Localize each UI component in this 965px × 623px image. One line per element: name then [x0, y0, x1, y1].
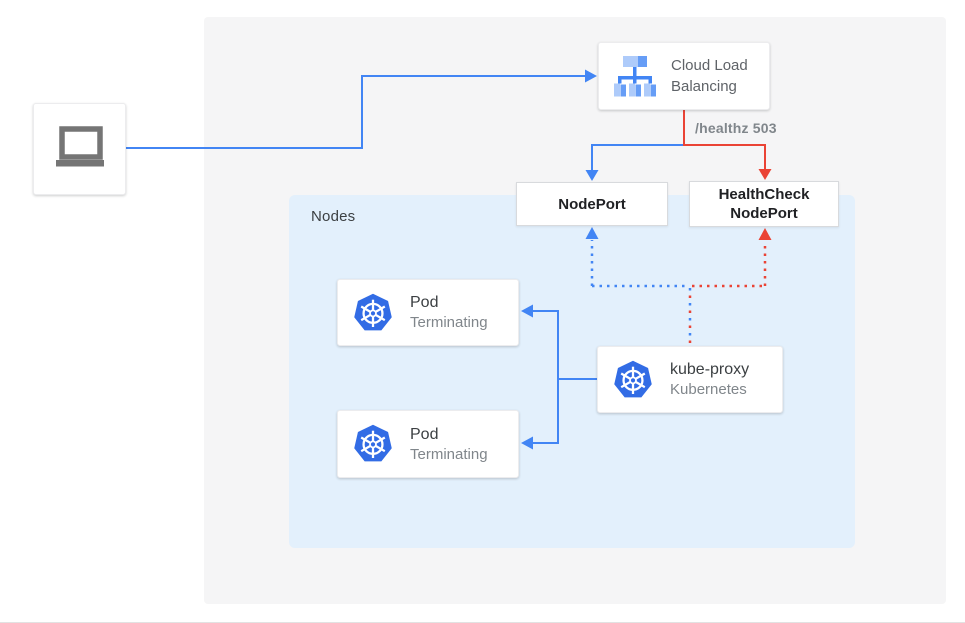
pod-card-terminating-2: Pod Terminating — [337, 410, 519, 478]
kube-proxy-subtitle: Kubernetes — [670, 381, 747, 398]
cloud-load-balancing-label: Cloud Load Balancing — [671, 57, 748, 95]
kube-proxy-card: kube-proxy Kubernetes — [597, 346, 783, 413]
nodeport-box: NodePort — [516, 182, 668, 226]
healthcheck-nodeport-label: HealthCheck NodePort — [718, 186, 810, 222]
healthcheck-nodeport-box: HealthCheck NodePort — [689, 181, 839, 227]
healthz-edge-label: /healthz 503 — [695, 120, 777, 136]
kube-proxy-title: kube-proxy — [670, 361, 750, 378]
pod-card-terminating-1: Pod Terminating — [337, 279, 519, 346]
pod-title: Pod — [410, 425, 439, 443]
load-balancer-icon — [612, 55, 658, 97]
kubernetes-icon — [612, 359, 654, 401]
pod-status: Terminating — [410, 314, 488, 331]
nodes-group-label: Nodes — [311, 208, 356, 225]
kubernetes-icon — [352, 292, 394, 334]
pod-status: Terminating — [410, 445, 488, 463]
laptop-icon — [52, 125, 108, 173]
client-card — [33, 103, 126, 195]
kubernetes-icon — [352, 423, 394, 465]
cloud-load-balancing-card: Cloud Load Balancing — [598, 42, 770, 110]
pod-title: Pod — [410, 294, 439, 311]
